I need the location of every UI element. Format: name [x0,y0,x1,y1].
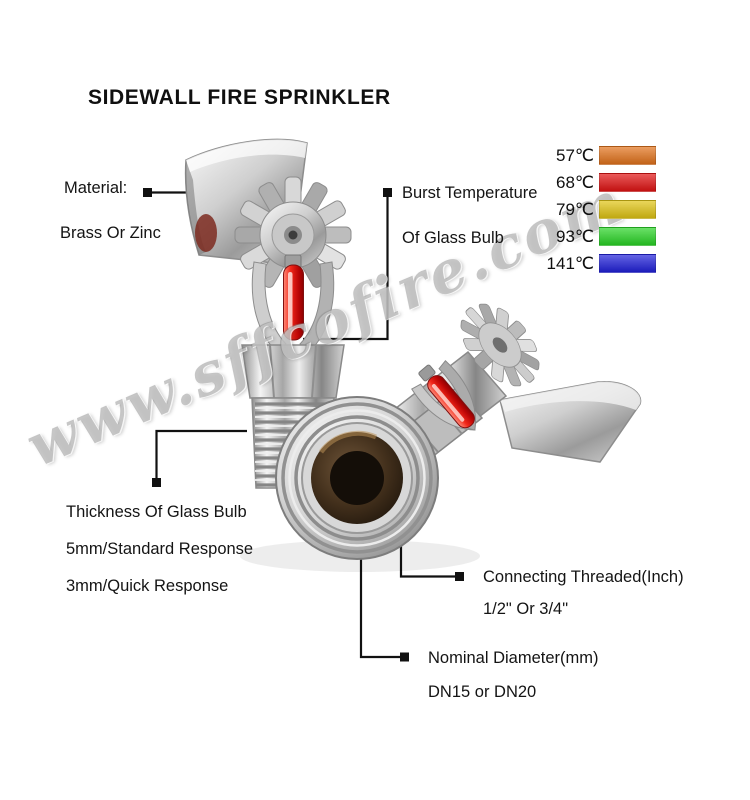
legend-color-bar [599,173,656,192]
thickness-connector [155,429,247,480]
thickness-label-line2: 5mm/Standard Response [66,540,254,558]
nominal-diameter-connector [359,558,400,659]
nominal-label-line1: Nominal Diameter(mm) [428,649,599,667]
nominal-bullet-square [400,652,409,662]
burst-temp-label-line2: Of Glass Bulb [402,229,504,247]
wrench-flats [241,344,345,399]
legend-row: 93℃ [542,227,656,246]
temperature-legend: 57℃ 68℃ 79℃ 93℃ 141℃ [542,146,656,281]
deflector-2 [460,303,540,387]
connecting-bullet-square [455,572,464,581]
legend-temp-label: 68℃ [555,172,594,192]
legend-color-bar [599,227,656,246]
legend-temp-label: 79℃ [555,199,594,219]
legend-temp-label: 141℃ [546,253,594,273]
legend-temp-label: 57℃ [555,145,594,165]
burst-temp-connector [303,197,389,341]
thickness-label-line1: Thickness Of Glass Bulb [66,503,247,521]
connecting-label-line1: Connecting Threaded(Inch) [483,568,684,586]
legend-row: 79℃ [542,200,656,219]
legend-row: 68℃ [542,173,656,192]
legend-color-bar [599,200,656,219]
thickness-label-line3: 3mm/Quick Response [66,577,229,595]
legend-row: 141℃ [542,254,656,273]
burst-temp-bullet-square [383,188,392,197]
nominal-label-line2: DN15 or DN20 [428,683,537,701]
material-bullet-square [143,188,152,197]
legend-temp-label: 93℃ [555,226,594,246]
legend-color-bar [599,146,656,165]
thickness-bullet-square [152,478,161,487]
threaded-inlet [275,396,439,560]
annotation-bullets [143,188,464,662]
legend-row: 57℃ [542,146,656,165]
glass-bulb-assembly [411,360,476,431]
material-label-line2: Brass Or Zinc [60,224,161,242]
angled-sprinkler [275,303,642,560]
connecting-label-line2: 1/2" Or 3/4" [483,600,569,618]
material-label-line1: Material: [64,179,128,197]
page-title: SIDEWALL FIRE SPRINKLER [88,86,391,109]
burst-temp-label-line1: Burst Temperature [402,184,538,202]
legend-color-bar [599,254,656,273]
